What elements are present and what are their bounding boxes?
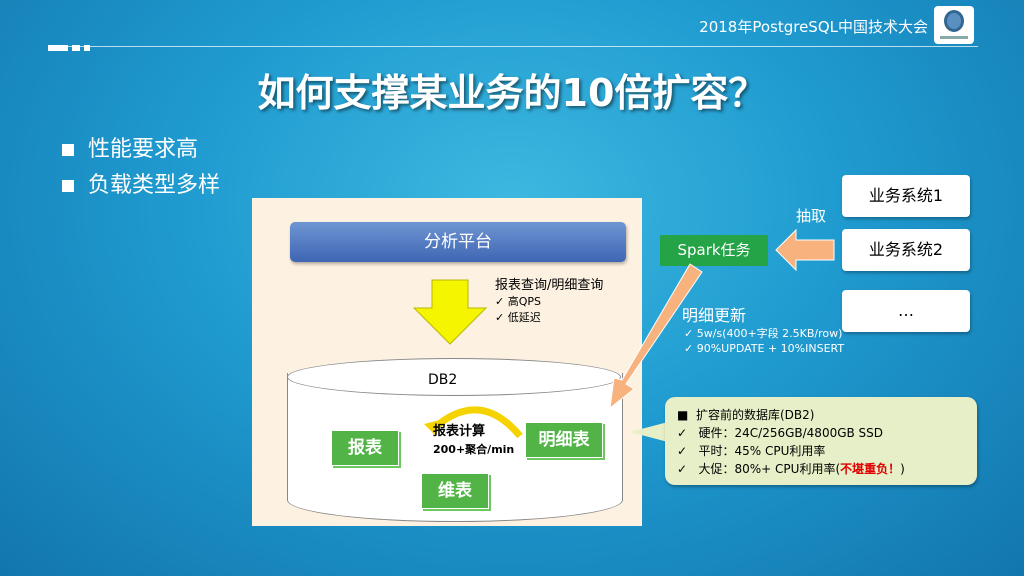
business-system-1: 业务系统1 xyxy=(842,175,970,217)
detail-update-info: 明细更新 ✓ 5w/s(400+字段 2.5KB/row) ✓ 90%UPDAT… xyxy=(682,302,844,356)
callout-promo: ✓ 大促：80%+ CPU利用率(不堪重负！) xyxy=(677,462,905,476)
conference-name: 2018年PostgreSQL中国技术大会 xyxy=(699,18,928,36)
postgresql-logo-icon xyxy=(934,6,974,44)
header-accent-marks xyxy=(48,45,100,51)
bullet-item: 性能要求高 xyxy=(62,134,220,170)
query-item: ✓ 低延迟 xyxy=(495,311,541,324)
slide-title: 如何支撑某业务的10倍扩容？ xyxy=(257,71,767,115)
callout-pointer xyxy=(630,422,668,442)
detail-update-item: ✓ 5w/s(400+字段 2.5KB/row) xyxy=(684,327,843,340)
query-info: 报表查询/明细查询 ✓ 高QPS ✓ 低延迟 xyxy=(495,278,603,326)
extract-label: 抽取 xyxy=(796,207,827,225)
report-table: 报表 xyxy=(331,430,399,466)
callout-hardware: ✓ 硬件：24C/256GB/4800GB SSD xyxy=(677,426,884,440)
bullet-square-icon xyxy=(62,144,74,156)
business-system-2: 业务系统2 xyxy=(842,229,970,271)
detail-table: 明细表 xyxy=(525,422,603,458)
bullet-square-icon xyxy=(62,180,74,192)
query-label: 报表查询/明细查询 xyxy=(495,278,604,293)
callout-normal: ✓ 平时：45% CPU利用率 xyxy=(677,444,826,458)
bullet-list: 性能要求高 负载类型多样 xyxy=(62,134,220,206)
detail-update-item: ✓ 90%UPDATE + 10%INSERT xyxy=(684,342,845,355)
overload-alert: 不堪重负！ xyxy=(840,462,901,476)
db2-cylinder-top xyxy=(287,358,621,396)
analytics-platform-box: 分析平台 xyxy=(290,222,626,262)
db2-info-callout: ■ 扩容前的数据库(DB2) ✓ 硬件：24C/256GB/4800GB SSD… xyxy=(665,397,977,485)
down-arrow-icon xyxy=(412,279,488,345)
detail-update-label: 明细更新 xyxy=(682,306,747,325)
callout-heading: ■ 扩容前的数据库(DB2) xyxy=(677,408,815,422)
report-calc-label: 报表计算 200+聚合/min xyxy=(433,424,515,456)
header-divider xyxy=(48,46,978,47)
dimension-table: 维表 xyxy=(421,473,489,509)
bullet-item: 负载类型多样 xyxy=(62,170,220,206)
calc-curved-arrow-icon xyxy=(424,406,523,438)
query-item: ✓ 高QPS xyxy=(495,295,541,308)
left-arrow-icon xyxy=(775,228,835,272)
diagonal-arrow-icon xyxy=(609,263,703,410)
db2-label: DB2 xyxy=(428,372,458,388)
spark-task-box: Spark任务 xyxy=(660,235,768,266)
business-system-more: … xyxy=(842,290,970,332)
